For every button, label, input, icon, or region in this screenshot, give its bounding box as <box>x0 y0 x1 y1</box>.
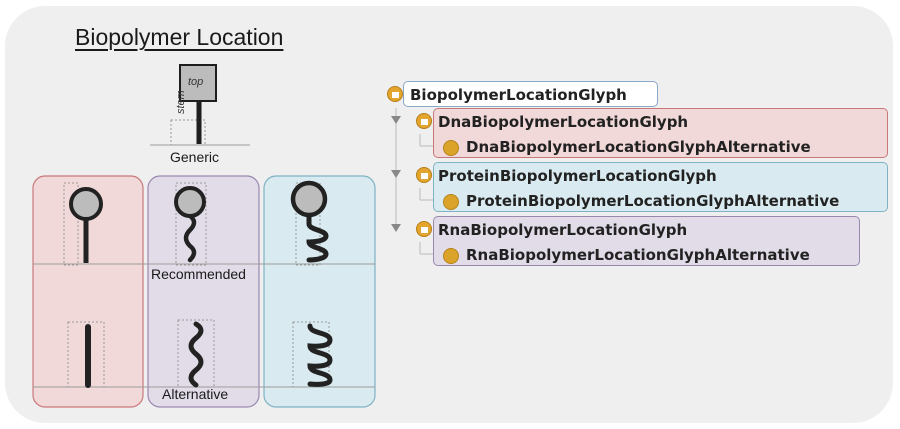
dna-individual-icon <box>443 140 459 156</box>
protein-recommended-glyph <box>290 180 329 266</box>
rna-individual-icon <box>443 248 459 264</box>
generic-caption: Generic <box>170 149 220 165</box>
dna-individual-label: DnaBiopolymerLocationGlyphAlternative <box>466 138 811 156</box>
dna-expand-arrow[interactable] <box>391 116 401 124</box>
rna-recommended-glyph <box>174 182 207 266</box>
rna-class-label: RnaBiopolymerLocationGlyph <box>438 221 688 239</box>
dna-alternative-glyph <box>67 321 105 388</box>
rna-alternative-glyph <box>177 319 215 388</box>
root-class-icon <box>387 86 403 102</box>
generic-glyph <box>170 64 217 146</box>
tree-node-dna[interactable]: DnaBiopolymerLocationGlyph DnaBiopolymer… <box>433 108 888 158</box>
protein-individual-label: ProteinBiopolymerLocationGlyphAlternativ… <box>466 192 840 210</box>
protein-expand-arrow[interactable] <box>391 170 401 178</box>
rna-expand-arrow[interactable] <box>391 224 401 232</box>
alternative-label: Alternative <box>162 386 229 402</box>
protein-column <box>263 175 376 408</box>
dna-class-label: DnaBiopolymerLocationGlyph <box>438 113 689 131</box>
protein-individual-icon <box>443 194 459 210</box>
tree-node-root[interactable]: BiopolymerLocationGlyph <box>403 81 658 107</box>
diagram-title: Biopolymer Location <box>75 24 284 50</box>
tree-node-rna[interactable]: RnaBiopolymerLocationGlyph RnaBiopolymer… <box>433 216 860 266</box>
recommended-label: Recommended <box>151 266 246 282</box>
protein-alternative-glyph <box>292 321 333 388</box>
rna-individual-label: RnaBiopolymerLocationGlyphAlternative <box>466 246 810 264</box>
rna-class-icon <box>416 221 432 237</box>
protein-class-icon <box>416 167 432 183</box>
protein-class-label: ProteinBiopolymerLocationGlyph <box>438 167 717 185</box>
root-label: BiopolymerLocationGlyph <box>410 86 627 104</box>
generic-top-label: top <box>188 76 204 88</box>
dna-recommended-glyph <box>63 182 103 266</box>
dna-class-icon <box>416 113 432 129</box>
dna-column <box>32 175 144 408</box>
tree-node-protein[interactable]: ProteinBiopolymerLocationGlyph ProteinBi… <box>433 162 888 212</box>
